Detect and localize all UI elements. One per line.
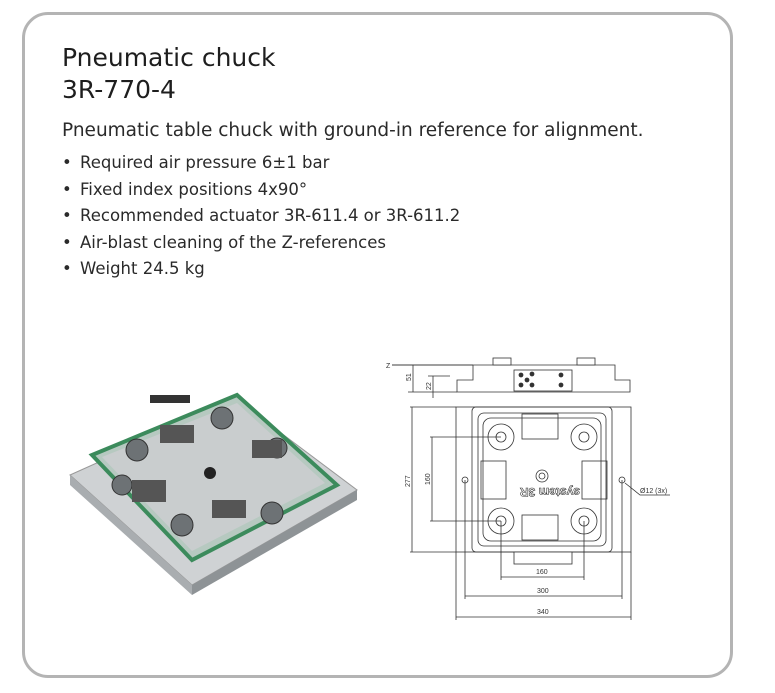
feature-item: Weight 24.5 kg [62, 258, 460, 285]
hole-diameter-label: Ø12 (3x) [640, 488, 667, 495]
dim-51: 51 [406, 373, 413, 381]
feature-item: Air-blast cleaning of the Z-references [62, 232, 460, 259]
technical-drawing: Z 51 22 system 3R 277 160 160 300 340 Ø1… [386, 357, 670, 620]
dim-160-horizontal: 160 [536, 569, 548, 576]
product-description: Pneumatic table chuck with ground-in ref… [62, 120, 644, 141]
dim-z-label: Z [386, 363, 391, 370]
title-model: 3R-770-4 [62, 75, 176, 104]
dim-160-vertical: 160 [425, 473, 432, 485]
brand-text: system 3R [520, 485, 580, 499]
dim-340: 340 [537, 609, 549, 616]
dim-300: 300 [537, 588, 549, 595]
product-photo [69, 392, 358, 595]
product-card [22, 12, 733, 678]
feature-item: Required air pressure 6±1 bar [62, 152, 460, 179]
dim-277: 277 [405, 475, 412, 487]
feature-item: Recommended actuator 3R-611.4 or 3R-611.… [62, 205, 460, 232]
feature-item: Fixed index positions 4x90° [62, 179, 460, 206]
product-title: Pneumatic chuck 3R-770-4 [62, 42, 275, 106]
title-name: Pneumatic chuck [62, 43, 276, 72]
dim-22: 22 [426, 382, 433, 390]
feature-list: Required air pressure 6±1 bar Fixed inde… [62, 152, 460, 285]
